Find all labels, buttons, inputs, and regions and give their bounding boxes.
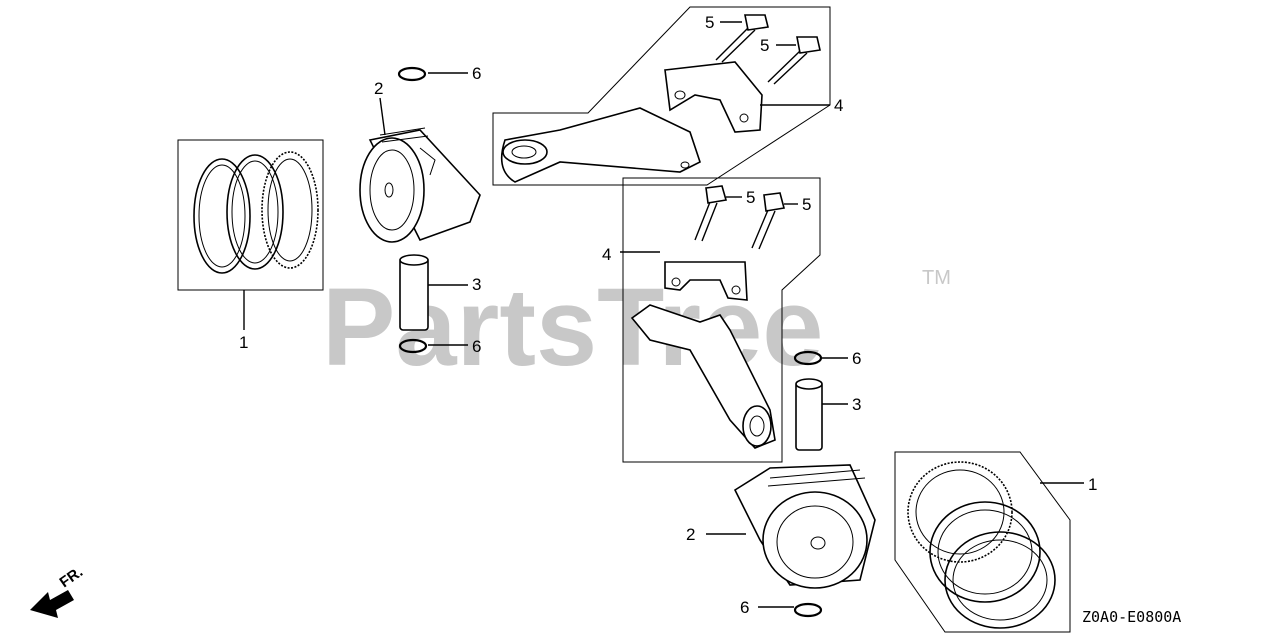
callout-piston-pin-left[interactable]: 3 <box>472 275 481 294</box>
piston-ring-set-right[interactable] <box>894 451 1071 633</box>
pin-clip-left-bottom[interactable] <box>398 338 428 354</box>
diagram-code: Z0A0-E0800A <box>1082 608 1181 626</box>
callout-piston-left[interactable]: 2 <box>374 79 383 98</box>
trademark-mark: TM <box>922 267 951 289</box>
callout-rod-bolt-top-2[interactable]: 5 <box>760 36 769 55</box>
connecting-rod-top[interactable] <box>500 61 763 183</box>
callout-connecting-rod-middle[interactable]: 4 <box>602 245 611 264</box>
pin-clip-right-bottom[interactable] <box>793 602 823 618</box>
connecting-rod-middle[interactable] <box>630 261 776 449</box>
callout-rod-bolt-middle-1[interactable]: 5 <box>746 188 755 207</box>
callout-piston-right[interactable]: 2 <box>686 525 695 544</box>
arrow-front-icon <box>30 590 74 618</box>
callout-rod-bolt-top-1[interactable]: 5 <box>705 13 714 32</box>
rod-bolt-top-1[interactable] <box>715 14 769 63</box>
piston-right[interactable] <box>733 464 876 589</box>
direction-label: FR. <box>57 563 87 591</box>
callout-piston-rings-right[interactable]: 1 <box>1088 475 1097 494</box>
rod-bolt-middle-1[interactable] <box>694 185 728 242</box>
rod-bolt-top-2[interactable] <box>767 36 821 85</box>
callout-rod-bolt-middle-2[interactable]: 5 <box>802 195 811 214</box>
callout-connecting-rod-top[interactable]: 4 <box>834 96 843 115</box>
callout-pin-clip-right-top[interactable]: 6 <box>852 349 861 368</box>
piston-pin-right[interactable] <box>795 378 823 451</box>
callout-pin-clip-left-bottom[interactable]: 6 <box>472 337 481 356</box>
callout-pin-clip-left-top[interactable]: 6 <box>472 64 481 83</box>
piston-pin-left[interactable] <box>399 254 429 331</box>
callout-piston-pin-right[interactable]: 3 <box>852 395 861 414</box>
callout-piston-rings-left[interactable]: 1 <box>239 333 248 352</box>
rod-bolt-middle-2[interactable] <box>751 192 785 250</box>
pin-clip-right-top[interactable] <box>793 350 823 366</box>
callout-pin-clip-right-bottom[interactable]: 6 <box>740 598 749 617</box>
piston-ring-set-left[interactable] <box>177 139 324 291</box>
pin-clip-left-top[interactable] <box>397 66 427 82</box>
piston-left[interactable] <box>359 127 481 243</box>
